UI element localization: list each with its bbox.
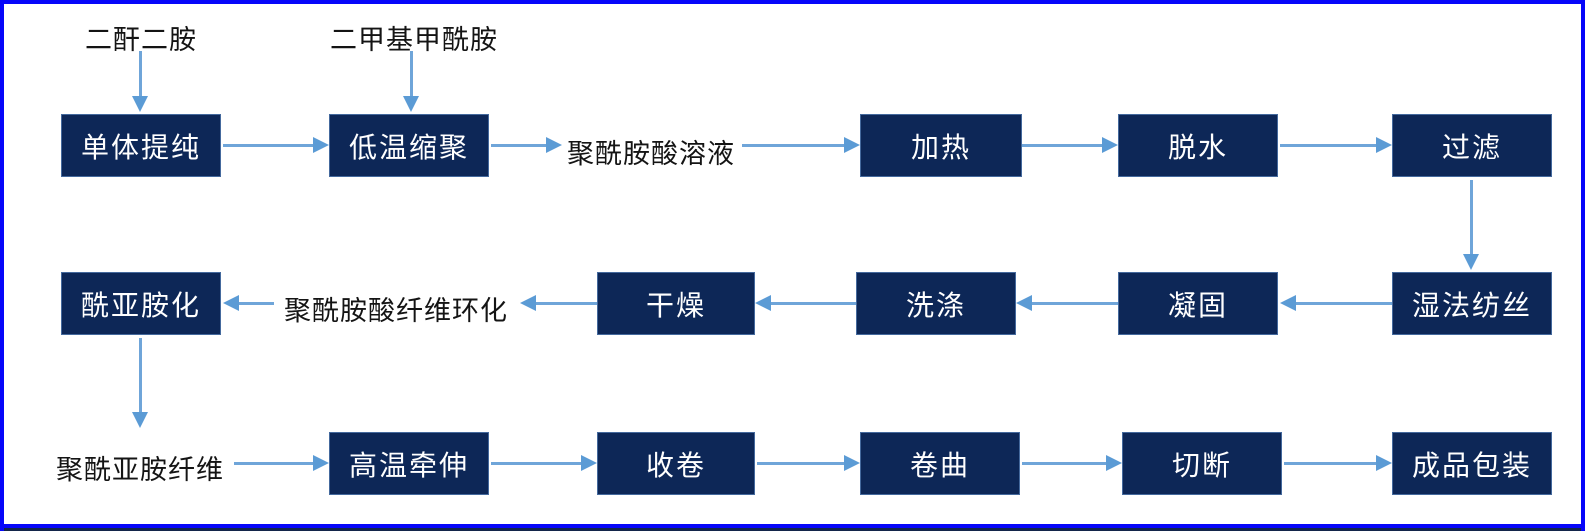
intermediate-label-polyimide-fiber: 聚酰亚胺纤维 — [56, 455, 224, 485]
process-box-finished-packaging: 成品包装 — [1392, 432, 1552, 495]
arrow-right-icon — [1280, 137, 1392, 153]
intermediate-label-paa-fiber-cyclization: 聚酰胺酸纤维环化 — [284, 296, 508, 326]
arrow-left-icon — [223, 295, 274, 311]
process-box-filtration: 过滤 — [1392, 114, 1552, 177]
arrow-down-icon — [132, 51, 148, 112]
process-box-low-temp-polycondensation: 低温缩聚 — [329, 114, 489, 177]
arrow-right-icon — [1022, 137, 1118, 153]
footer-navy-bar — [4, 528, 1581, 531]
arrow-right-icon — [234, 455, 329, 471]
arrow-down-icon — [132, 338, 148, 428]
arrow-right-icon — [1022, 455, 1122, 471]
process-box-winding: 收卷 — [597, 432, 755, 495]
process-box-high-temp-drawing: 高温牵伸 — [329, 432, 489, 495]
arrow-left-icon — [1016, 295, 1118, 311]
process-box-drying: 干燥 — [597, 272, 755, 335]
intermediate-label-paa-solution: 聚酰胺酸溶液 — [567, 139, 735, 169]
arrow-right-icon — [757, 455, 860, 471]
frame-bottom-border — [4, 524, 1581, 528]
arrow-left-icon — [1280, 295, 1392, 311]
process-box-heating: 加热 — [860, 114, 1022, 177]
arrow-right-icon — [223, 137, 329, 153]
arrow-down-icon — [1463, 180, 1479, 270]
arrow-right-icon — [491, 455, 597, 471]
arrow-right-icon — [1284, 455, 1392, 471]
arrow-left-icon — [755, 295, 856, 311]
process-box-crimping: 卷曲 — [860, 432, 1020, 495]
process-box-monomer-purification: 单体提纯 — [61, 114, 221, 177]
arrow-right-icon — [491, 137, 562, 153]
input-label-dimethylformamide: 二甲基甲酰胺 — [330, 25, 498, 55]
process-box-washing: 洗涤 — [856, 272, 1016, 335]
arrow-down-icon — [403, 51, 419, 112]
process-box-wet-spinning: 湿法纺丝 — [1392, 272, 1552, 335]
process-box-cutting: 切断 — [1122, 432, 1282, 495]
process-box-coagulation: 凝固 — [1118, 272, 1278, 335]
input-label-dianhydride-diamine: 二酐二胺 — [85, 25, 197, 55]
process-box-dehydration: 脱水 — [1118, 114, 1278, 177]
process-box-imidization: 酰亚胺化 — [61, 272, 221, 335]
arrow-left-icon — [520, 295, 597, 311]
arrow-right-icon — [742, 137, 860, 153]
